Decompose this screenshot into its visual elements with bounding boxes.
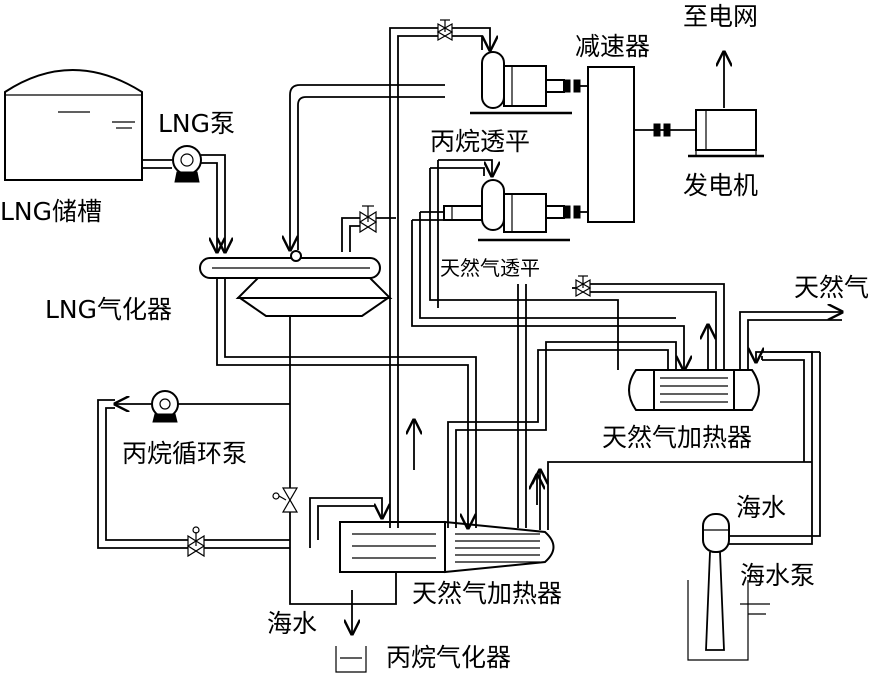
propane-turbine	[470, 51, 581, 115]
propane-loop-valve	[186, 526, 206, 558]
lng-pump	[142, 145, 202, 183]
reducer-label: 减速器	[575, 32, 650, 61]
reducer	[587, 66, 635, 223]
propane-turbine-label: 丙烷透平	[430, 127, 530, 156]
seawater-right-label: 海水	[736, 493, 786, 522]
gas-heater-right-label: 天然气加热器	[602, 423, 752, 452]
generator	[634, 109, 764, 158]
seawater-pump-label: 海水泵	[740, 561, 815, 590]
gas-heater-bottom	[339, 520, 555, 574]
lng-vaporizer	[199, 250, 393, 317]
to-grid-label: 至电网	[683, 2, 758, 31]
propane-circulation-pump	[151, 390, 179, 423]
propane-vaporizer	[335, 590, 367, 673]
propane-inlet-valve	[436, 19, 454, 42]
propane-vaporizer-label: 丙烷气化器	[386, 643, 511, 672]
lng-tank-label: LNG储槽	[0, 197, 102, 226]
gas-heater-right	[628, 369, 760, 411]
lng-storage-tank	[4, 69, 143, 181]
gas-turbine-label: 天然气透平	[440, 256, 540, 280]
seawater-valve-left	[272, 487, 299, 513]
lng-pump-label: LNG泵	[158, 109, 235, 138]
gas-turbine	[443, 179, 581, 242]
seawater-left-label: 海水	[267, 609, 317, 638]
seawater-pump	[687, 513, 770, 661]
propane-circulation-pump-label: 丙烷循环泵	[122, 439, 247, 468]
lng-vaporizer-label: LNG气化器	[45, 295, 172, 324]
generator-label: 发电机	[683, 171, 758, 200]
gas-outlet-valve	[574, 275, 592, 298]
gas-heater-bottom-label: 天然气加热器	[412, 579, 562, 608]
natural-gas-out-label: 天然气	[794, 273, 869, 302]
